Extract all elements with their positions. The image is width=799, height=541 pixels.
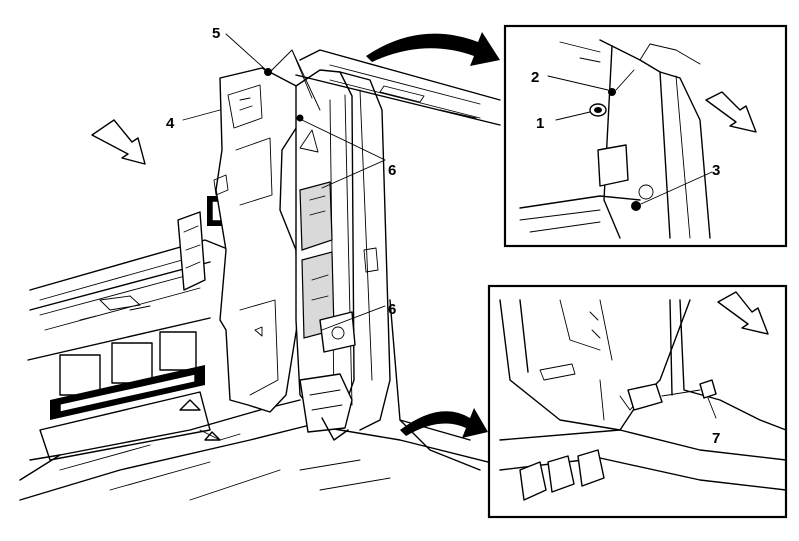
bolt-3-icon: [631, 171, 713, 211]
curved-arrow-upper-icon: [366, 32, 500, 66]
fastener-6-lower: [321, 305, 386, 331]
callout-4: 4: [166, 115, 175, 132]
door-opening: [389, 299, 481, 471]
detail-direction-arrow-icon: [705, 91, 757, 133]
pillar-trim-panel: [213, 67, 301, 413]
main-view: [19, 32, 521, 501]
fastener-5: [225, 33, 321, 111]
callout-6-lower: 6: [388, 301, 396, 318]
rear-wall: [27, 239, 231, 461]
front-direction-arrow-icon: [91, 119, 146, 165]
bolt-7-icon: [627, 379, 717, 419]
callout-3: 3: [712, 162, 720, 179]
leader-4: [182, 109, 221, 121]
detail-lower-direction-arrow-icon: [717, 291, 769, 335]
callout-5: 5: [212, 25, 220, 42]
roof-rail: [295, 49, 501, 126]
detail-view-upper: [503, 24, 788, 248]
fastener-6-upper: [296, 114, 386, 189]
callout-6-upper: 6: [388, 162, 396, 179]
callout-1: 1: [536, 115, 544, 132]
screw-2-icon: [547, 69, 635, 96]
detail-frame-upper: [503, 24, 788, 248]
callout-7: 7: [712, 430, 720, 447]
callout-2: 2: [531, 69, 539, 86]
cap-1-icon: [555, 103, 607, 121]
curved-arrow-lower-icon: [400, 408, 488, 438]
detail-view-lower: [487, 284, 788, 519]
b-pillar: [295, 69, 391, 441]
